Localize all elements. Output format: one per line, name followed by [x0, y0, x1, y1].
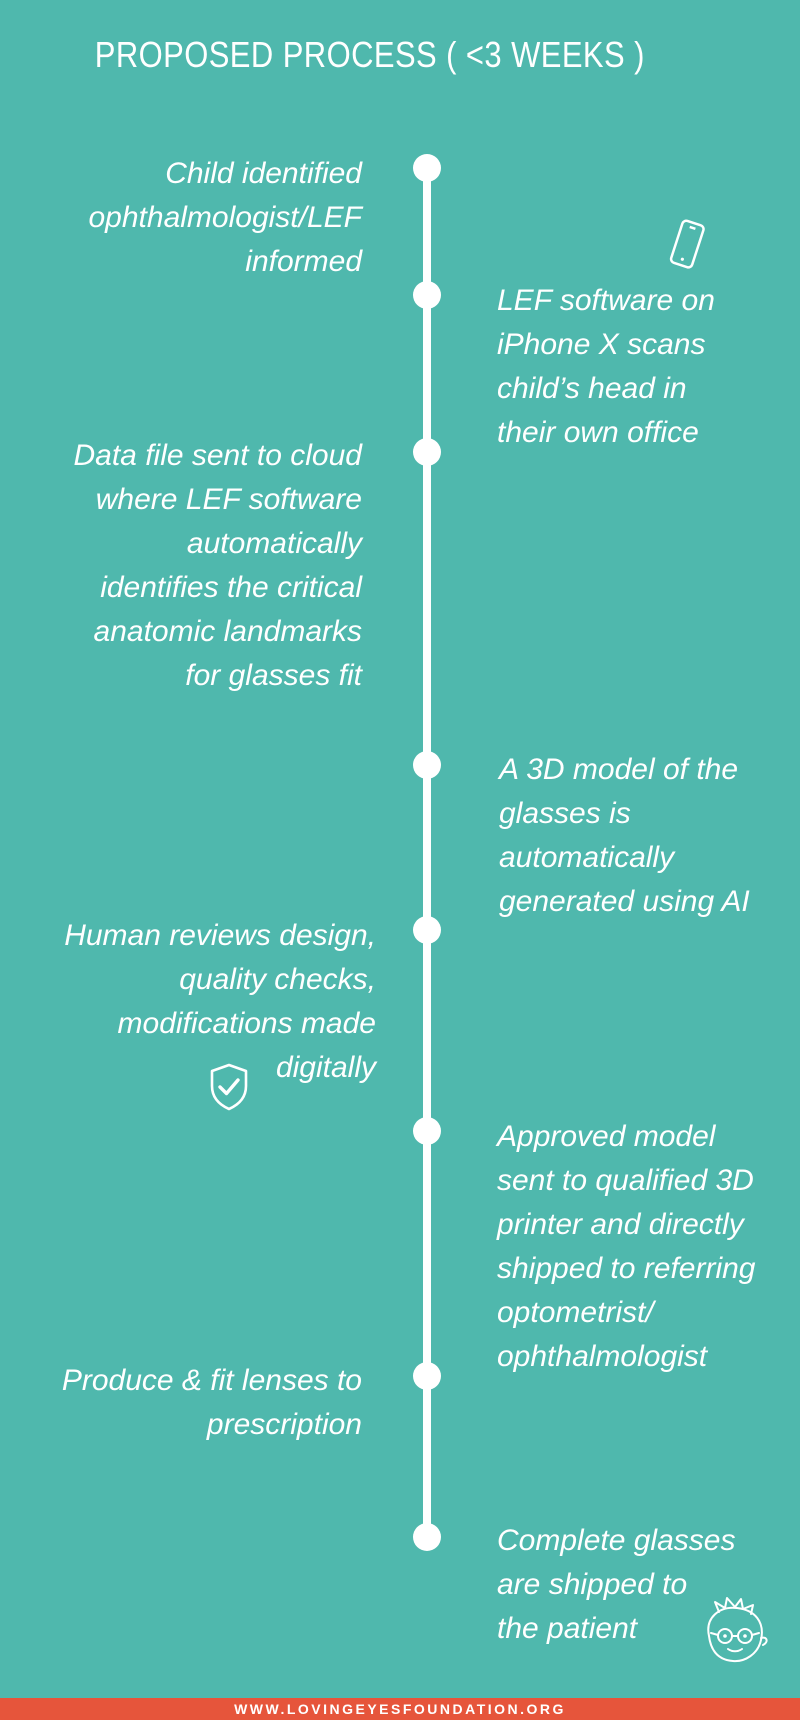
step-5: Human reviews design, quality checks, mo…: [64, 919, 376, 1084]
step-4: A 3D model of the glasses is automatical…: [499, 753, 750, 918]
step-2: LEF software on iPhone X scans child’s h…: [497, 284, 715, 449]
step-1: Child identified ophthalmologist/LEF inf…: [88, 157, 363, 278]
phone-icon: [669, 219, 705, 269]
timeline-dot: [413, 1523, 441, 1551]
timeline-dot: [413, 751, 441, 779]
step-3: Data file sent to cloud where LEF softwa…: [73, 439, 362, 692]
timeline-dot: [413, 1117, 441, 1145]
timeline-line: [423, 166, 431, 1536]
shield-check-icon: [210, 1063, 248, 1111]
step-8: Complete glasses are shipped to the pati…: [497, 1524, 736, 1645]
page-title: PROPOSED PROCESS ( <3 WEEKS ): [94, 34, 645, 75]
child-with-glasses-icon: [707, 1597, 768, 1663]
step-7: Produce & fit lenses to prescription: [61, 1364, 362, 1441]
footer-url[interactable]: WWW.LOVINGEYESFOUNDATION.ORG: [234, 1701, 566, 1717]
timeline-dot: [413, 281, 441, 309]
timeline-dot: [413, 916, 441, 944]
step-6: Approved model sent to qualified 3D prin…: [497, 1120, 756, 1373]
timeline-dot: [413, 1362, 441, 1390]
timeline-dot: [413, 438, 441, 466]
timeline-dot: [413, 154, 441, 182]
footer-bar: [0, 1698, 800, 1720]
